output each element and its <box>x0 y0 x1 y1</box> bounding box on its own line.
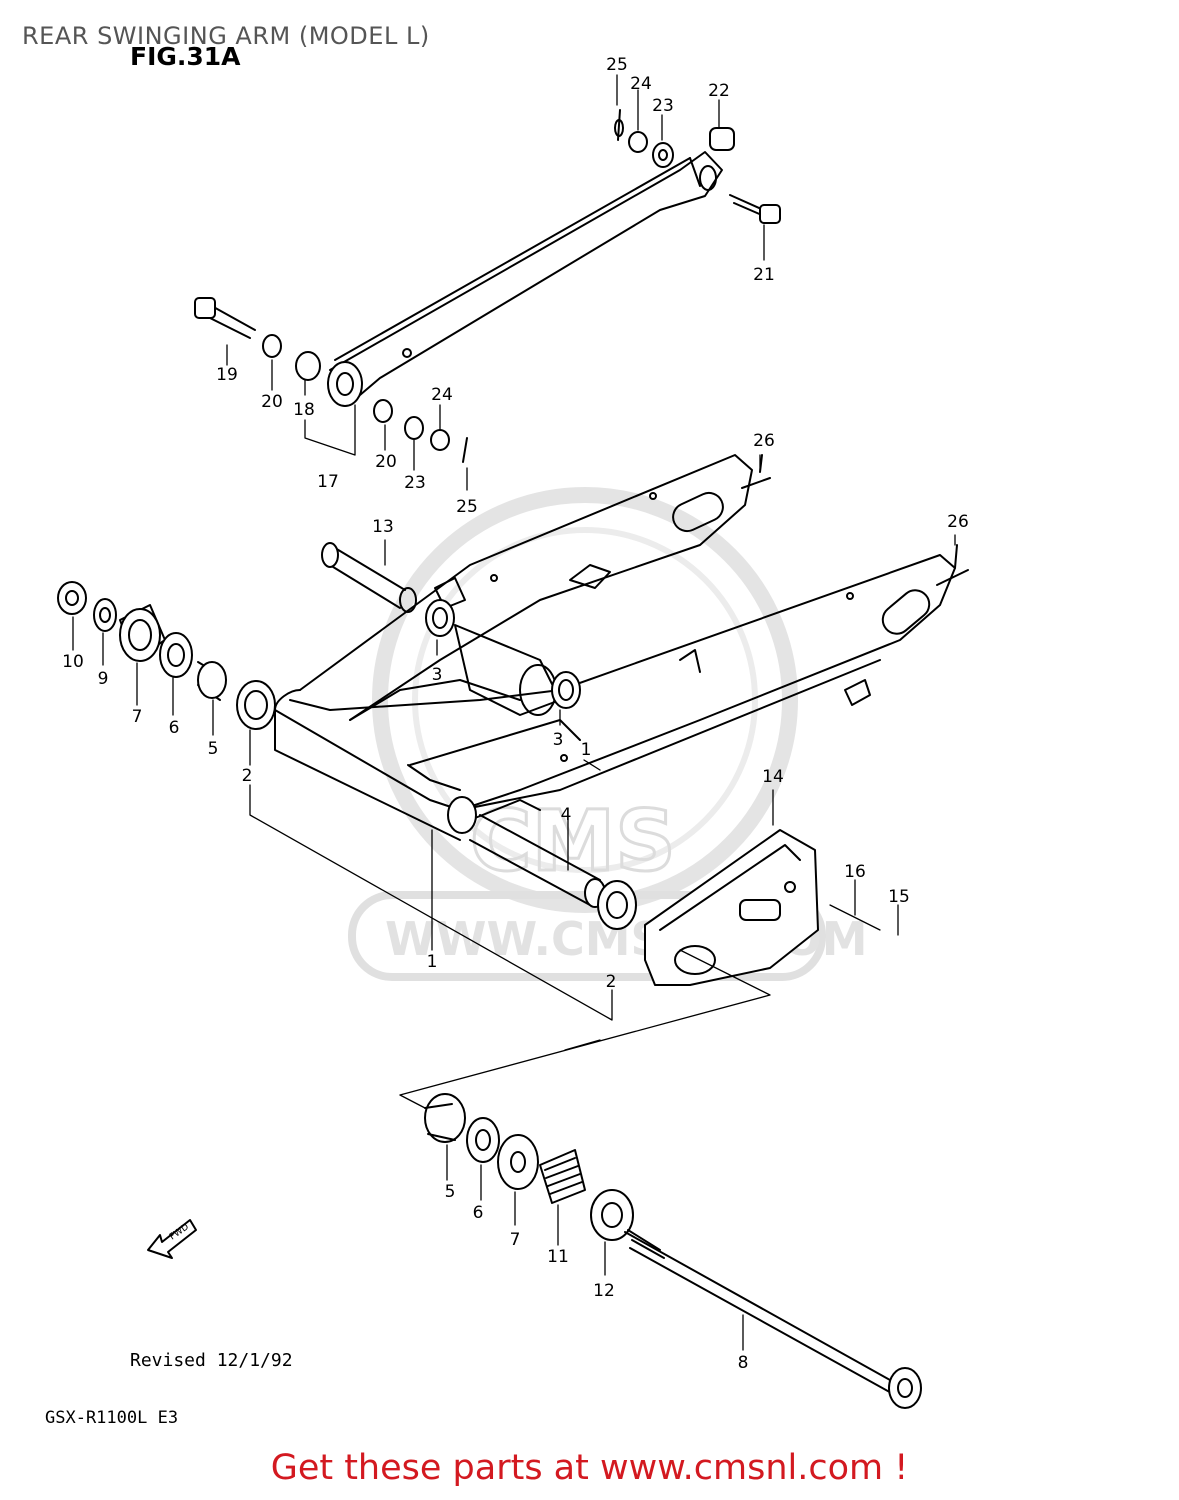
part-number: 6 <box>473 1203 484 1223</box>
part-number: 25 <box>606 55 628 75</box>
part-number: 12 <box>593 1281 615 1301</box>
part-number: 23 <box>404 473 426 493</box>
pivot-axle-group <box>424 1093 922 1409</box>
top-fasteners <box>194 109 781 463</box>
part-number: 26 <box>753 431 775 451</box>
part-number: 2 <box>242 766 253 786</box>
part-number: 26 <box>947 512 969 532</box>
part-number: 18 <box>293 400 315 420</box>
part-number: 3 <box>553 730 564 750</box>
part-number: 5 <box>208 739 219 759</box>
torque-link-rod <box>327 151 723 407</box>
part-number: 11 <box>547 1247 569 1267</box>
part-number: 10 <box>62 652 84 672</box>
part-number: 20 <box>261 392 283 412</box>
cmsnl-watermark: CMS WWW.CMSNL.COM <box>348 487 868 981</box>
part-number: 22 <box>708 81 730 101</box>
part-number: 13 <box>372 517 394 537</box>
part-number: 23 <box>652 96 674 116</box>
part-number: 8 <box>738 1353 749 1373</box>
part-number: 15 <box>888 887 910 907</box>
part-number: 2 <box>606 972 617 992</box>
part-number: 1 <box>427 952 438 972</box>
part-number: 25 <box>456 497 478 517</box>
part-number: 7 <box>510 1230 521 1250</box>
chain-case <box>644 829 819 986</box>
figure-label: FIG.31A <box>130 42 241 71</box>
part-number: 6 <box>169 718 180 738</box>
part-number: 16 <box>844 862 866 882</box>
fwd-arrow-icon <box>147 1219 197 1259</box>
page-title: REAR SWINGING ARM (MODEL L) <box>22 22 430 50</box>
part-number: 1 <box>581 740 592 760</box>
part-number: 3 <box>432 665 443 685</box>
part-number: 19 <box>216 365 238 385</box>
revision-date: Revised 12/1/92 <box>130 1350 293 1371</box>
part-number: 4 <box>561 805 572 825</box>
part-number: 9 <box>98 669 109 689</box>
leader-lines <box>72 74 956 1351</box>
cta-link-text[interactable]: Get these parts at www.cmsnl.com ! <box>270 1448 909 1488</box>
part-number: 24 <box>431 385 453 405</box>
part-number: 20 <box>375 452 397 472</box>
part-number: 7 <box>132 707 143 727</box>
part-number-labels: 1 1 2 2 3 3 4 5 5 6 6 7 7 8 9 10 11 12 1… <box>62 55 969 1373</box>
part-number: 5 <box>445 1182 456 1202</box>
part-number: 17 <box>317 472 339 492</box>
pivot-hardware <box>57 542 637 930</box>
part-number: 21 <box>753 265 775 285</box>
model-code: GSX-R1100L E3 <box>45 1408 179 1428</box>
part-number: 14 <box>762 767 784 787</box>
part-number: 24 <box>630 74 652 94</box>
